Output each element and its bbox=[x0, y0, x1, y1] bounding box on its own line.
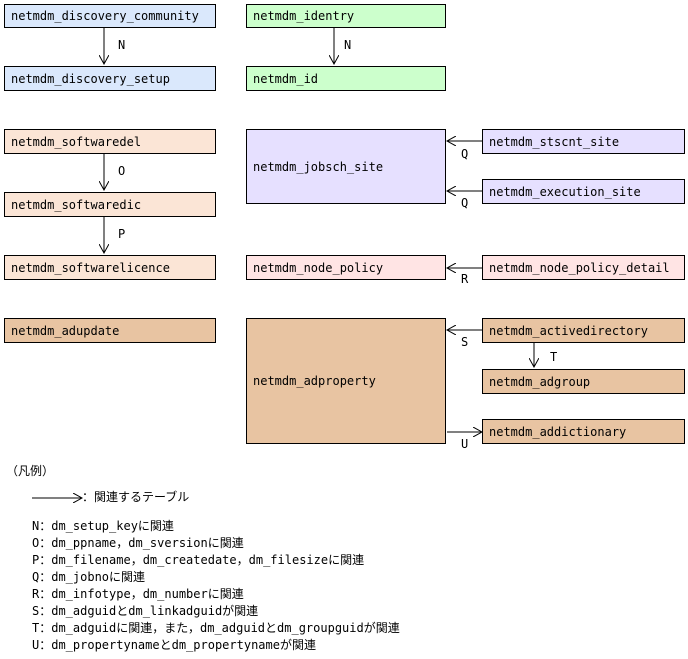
table-netmdm-addictionary: netmdm_addictionary bbox=[482, 419, 685, 444]
relation-label-r: R bbox=[461, 272, 469, 286]
legend-item-n: N：dm_setup_keyに関連 bbox=[32, 519, 174, 533]
legend-arrow-description: ：関連するテーブル bbox=[82, 490, 190, 504]
relation-label-q: Q bbox=[461, 196, 469, 210]
table-netmdm-id: netmdm_id bbox=[246, 66, 446, 91]
table-netmdm-node-policy-detail: netmdm_node_policy_detail bbox=[482, 255, 685, 280]
legend-item-q: Q：dm_jobnoに関連 bbox=[32, 570, 146, 584]
table-netmdm-node-policy: netmdm_node_policy bbox=[246, 255, 446, 280]
table-netmdm-execution-site: netmdm_execution_site bbox=[482, 179, 685, 204]
legend-item-s: S：dm_adguidとdm_linkadguidが関連 bbox=[32, 604, 259, 618]
relation-label-t: T bbox=[550, 350, 558, 364]
table-netmdm-softwaredic: netmdm_softwaredic bbox=[4, 192, 216, 217]
table-netmdm-adupdate: netmdm_adupdate bbox=[4, 318, 216, 343]
table-netmdm-discovery-community: netmdm_discovery_community bbox=[4, 4, 216, 28]
legend-item-t: T：dm_adguidに関連，また，dm_adguidとdm_groupguid… bbox=[32, 621, 400, 635]
relation-label-p: P bbox=[118, 227, 126, 241]
table-netmdm-jobsch-site: netmdm_jobsch_site bbox=[246, 129, 446, 204]
table-netmdm-identry: netmdm_identry bbox=[246, 4, 446, 28]
table-netmdm-adgroup: netmdm_adgroup bbox=[482, 369, 685, 394]
legend-item-p: P：dm_filename，dm_createdate，dm_filesizeに… bbox=[32, 553, 365, 567]
relation-label-n: N bbox=[118, 38, 126, 52]
relation-label-n: N bbox=[344, 38, 352, 52]
legend-item-u: U：dm_propertynameとdm_propertynameが関連 bbox=[32, 638, 316, 652]
table-netmdm-stscnt-site: netmdm_stscnt_site bbox=[482, 129, 685, 154]
table-netmdm-softwaredel: netmdm_softwaredel bbox=[4, 129, 216, 154]
table-netmdm-activedirectory: netmdm_activedirectory bbox=[482, 318, 685, 343]
table-netmdm-discovery-setup: netmdm_discovery_setup bbox=[4, 66, 216, 91]
legend-item-o: O：dm_ppname，dm_sversionに関連 bbox=[32, 536, 244, 550]
legend-title: （凡例） bbox=[6, 464, 55, 478]
relation-label-s: S bbox=[461, 335, 469, 349]
table-netmdm-adproperty: netmdm_adproperty bbox=[246, 318, 446, 444]
relation-label-u: U bbox=[461, 437, 469, 451]
relation-label-o: O bbox=[118, 164, 126, 178]
table-netmdm-softwarelicence: netmdm_softwarelicence bbox=[4, 255, 216, 280]
relation-label-q: Q bbox=[461, 147, 469, 161]
legend-item-r: R：dm_infotype，dm_numberに関連 bbox=[32, 587, 244, 601]
